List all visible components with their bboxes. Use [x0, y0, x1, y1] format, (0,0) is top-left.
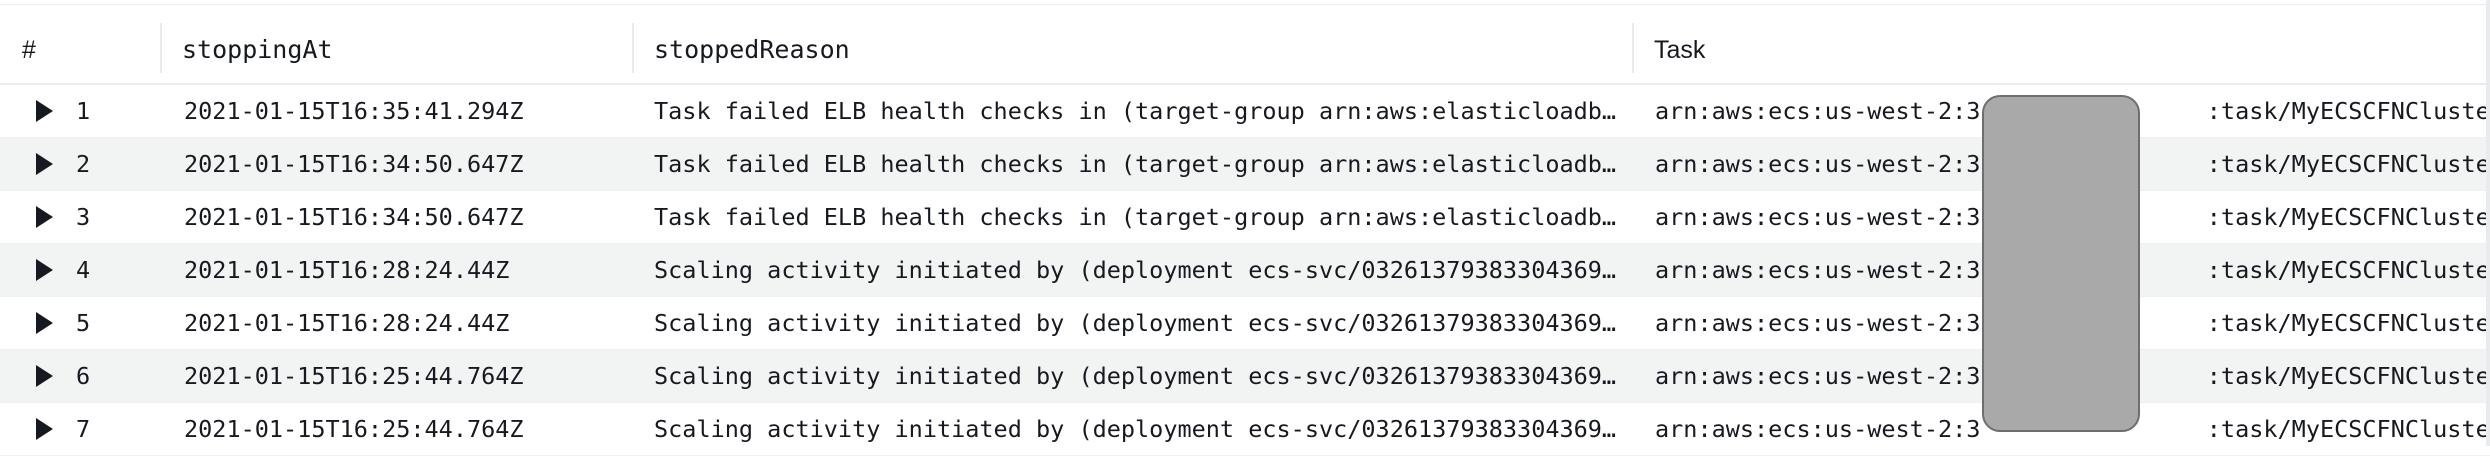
stopped-reason-cell: Scaling activity initiated by (deploymen…	[654, 309, 1617, 337]
task-arn-cell: arn:aws:ecs:us-west-2:3 :task/MyECSCFNCl…	[1655, 97, 2490, 125]
task-arn-cell: arn:aws:ecs:us-west-2:3 :task/MyECSCFNCl…	[1655, 309, 2490, 337]
row-number: 2	[76, 150, 91, 178]
stopped-reason-cell: Scaling activity initiated by (deploymen…	[654, 256, 1617, 284]
stopped-reason-cell: Task failed ELB health checks in (target…	[654, 203, 1617, 231]
caret-right-icon[interactable]	[36, 100, 53, 122]
stopped-reason-cell: Task failed ELB health checks in (target…	[654, 97, 1617, 125]
row-number: 1	[76, 97, 91, 125]
task-arn-cell: arn:aws:ecs:us-west-2:3 :task/MyECSCFNCl…	[1655, 256, 2490, 284]
caret-right-icon[interactable]	[36, 259, 53, 281]
row-number: 3	[76, 203, 91, 231]
column-divider[interactable]	[160, 23, 162, 73]
table-row[interactable]: 3 2021-01-15T16:34:50.647Z Task failed E…	[0, 191, 2490, 244]
stopping-at-cell: 2021-01-15T16:28:24.44Z	[184, 256, 510, 284]
stopped-reason-cell: Scaling activity initiated by (deploymen…	[654, 362, 1617, 390]
stopped-reason-cell: Scaling activity initiated by (deploymen…	[654, 415, 1617, 443]
stopping-at-cell: 2021-01-15T16:25:44.764Z	[184, 362, 524, 390]
task-arn-cell: arn:aws:ecs:us-west-2:3 :task/MyECSCFNCl…	[1655, 203, 2490, 231]
row-number: 6	[76, 362, 91, 390]
column-divider[interactable]	[1632, 23, 1634, 73]
task-arn-cell: arn:aws:ecs:us-west-2:3 :task/MyECSCFNCl…	[1655, 150, 2490, 178]
table-row[interactable]: 5 2021-01-15T16:28:24.44Z Scaling activi…	[0, 297, 2490, 350]
caret-right-icon[interactable]	[36, 365, 53, 387]
scrollbar-edge[interactable]	[2486, 0, 2490, 446]
column-header-stoppedReason[interactable]: stoppedReason	[654, 35, 850, 64]
row-number: 4	[76, 256, 91, 284]
row-number: 5	[76, 309, 91, 337]
stopping-at-cell: 2021-01-15T16:34:50.647Z	[184, 203, 524, 231]
stopping-at-cell: 2021-01-15T16:28:24.44Z	[184, 309, 510, 337]
stopping-at-cell: 2021-01-15T16:35:41.294Z	[184, 97, 524, 125]
table-row[interactable]: 1 2021-01-15T16:35:41.294Z Task failed E…	[0, 85, 2490, 138]
table-header: # stoppingAt stoppedReason Task	[0, 5, 2490, 85]
task-arn-cell: arn:aws:ecs:us-west-2:3 :task/MyECSCFNCl…	[1655, 415, 2490, 443]
caret-right-icon[interactable]	[36, 418, 53, 440]
task-arn-cell: arn:aws:ecs:us-west-2:3 :task/MyECSCFNCl…	[1655, 362, 2490, 390]
redaction-overlay	[1982, 95, 2140, 432]
row-number: 7	[76, 415, 91, 443]
stopping-at-cell: 2021-01-15T16:34:50.647Z	[184, 150, 524, 178]
column-divider[interactable]	[632, 23, 634, 73]
stopping-at-cell: 2021-01-15T16:25:44.764Z	[184, 415, 524, 443]
column-header-index[interactable]: #	[22, 36, 36, 64]
column-header-stoppingAt[interactable]: stoppingAt	[182, 35, 333, 64]
column-header-task[interactable]: Task	[1654, 36, 1706, 64]
stopped-reason-cell: Task failed ELB health checks in (target…	[654, 150, 1617, 178]
caret-right-icon[interactable]	[36, 312, 53, 334]
caret-right-icon[interactable]	[36, 206, 53, 228]
caret-right-icon[interactable]	[36, 153, 53, 175]
